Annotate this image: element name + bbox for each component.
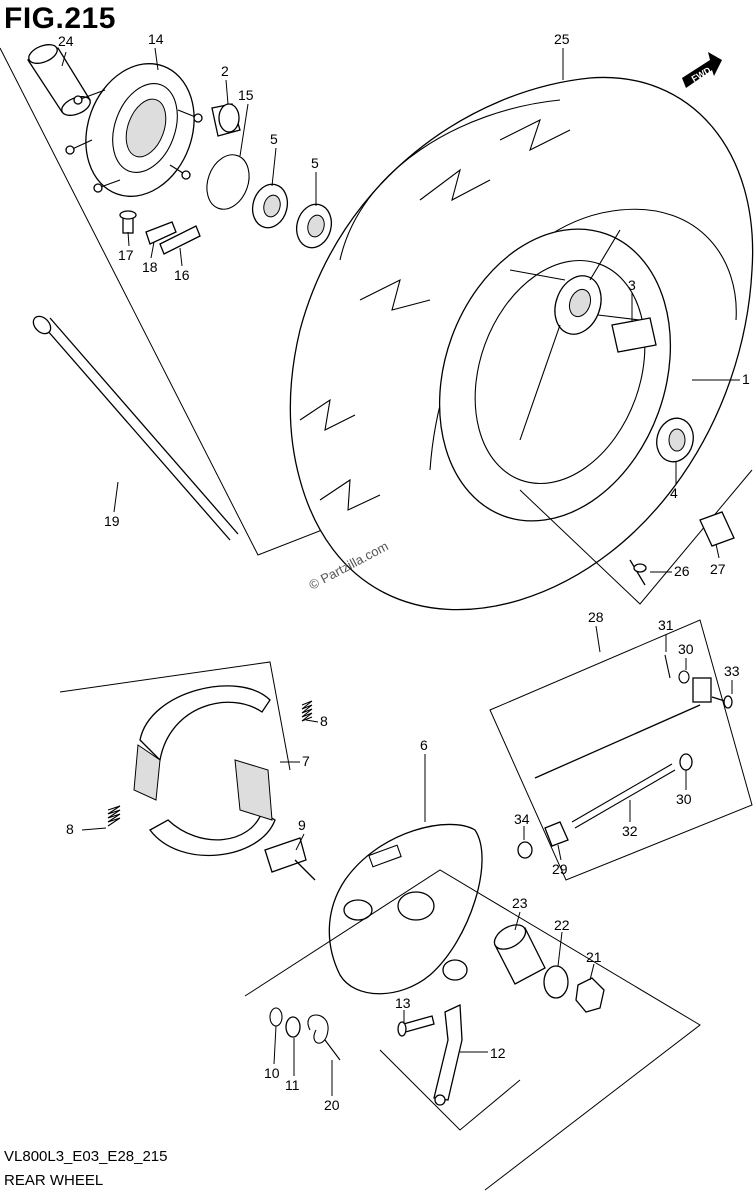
callout-30a: 30 xyxy=(678,641,694,657)
part-4-bearing xyxy=(656,417,694,463)
callout-2: 2 xyxy=(221,63,229,79)
part-32-spring xyxy=(571,763,676,829)
callout-20: 20 xyxy=(324,1097,340,1113)
part-16-plate xyxy=(159,225,201,255)
part-14-hub xyxy=(65,63,203,197)
callout-12: 12 xyxy=(490,1045,506,1061)
rim xyxy=(438,228,672,522)
callout-27: 27 xyxy=(710,561,726,577)
callout-5a: 5 xyxy=(270,131,278,147)
callouts: 24 14 2 15 5 5 25 17 18 16 3 1 4 19 26 2… xyxy=(58,31,750,1113)
part-30-washer-bottom xyxy=(679,753,693,771)
part-22-washer xyxy=(543,965,569,999)
part-3-collar xyxy=(611,317,657,353)
part-11-washer xyxy=(285,1016,301,1038)
fwd-arrow-icon: FWD xyxy=(682,52,722,88)
part-24-spacer xyxy=(27,44,91,116)
part-7-brake-shoe-lower xyxy=(149,759,276,857)
callout-5b: 5 xyxy=(311,155,319,171)
callout-16: 16 xyxy=(174,267,190,283)
callout-1: 1 xyxy=(742,371,750,387)
callout-34: 34 xyxy=(514,811,530,827)
figure-name: REAR WHEEL xyxy=(4,1172,104,1189)
part-18-plate xyxy=(145,221,177,245)
callout-21: 21 xyxy=(586,949,602,965)
callout-15: 15 xyxy=(238,87,254,103)
callout-8b: 8 xyxy=(66,821,74,837)
callout-9: 9 xyxy=(298,817,306,833)
part-5-bearing-b xyxy=(295,203,333,249)
callout-17: 17 xyxy=(118,247,134,263)
callout-11: 11 xyxy=(285,1077,300,1093)
part-26-valve xyxy=(629,559,647,586)
part-19-axle xyxy=(32,315,239,541)
part-34-nut xyxy=(517,841,533,859)
callout-26: 26 xyxy=(674,563,690,579)
lever-group-outline xyxy=(379,1049,521,1131)
part-6-brake-panel xyxy=(328,823,483,995)
callout-19: 19 xyxy=(104,513,120,529)
part-5-bearing-a xyxy=(251,183,289,229)
part-9-cam xyxy=(264,837,316,881)
part-27-cap xyxy=(699,511,735,547)
leader-lines xyxy=(61,47,740,1096)
part-20-spring xyxy=(307,1014,341,1061)
part-8-spring-upper xyxy=(301,700,313,722)
callout-23: 23 xyxy=(512,895,528,911)
part-31-pin xyxy=(664,654,671,679)
callout-28: 28 xyxy=(588,609,604,625)
figure-code: VL800L3_E03_E28_215 xyxy=(4,1148,168,1165)
part-15-o-ring xyxy=(206,154,250,210)
callout-6: 6 xyxy=(420,737,428,753)
part-2-damper xyxy=(211,103,241,137)
callout-3: 3 xyxy=(628,277,636,293)
callout-25: 25 xyxy=(554,31,570,47)
part-30-washer-top xyxy=(678,670,690,684)
part-12-lever xyxy=(433,1004,463,1106)
part-28-rod-group-outline xyxy=(489,619,753,881)
panel-group-outline xyxy=(244,869,701,1191)
part-8-spring-lower xyxy=(107,805,121,827)
callout-29: 29 xyxy=(552,861,568,877)
callout-7: 7 xyxy=(302,753,310,769)
callout-31: 31 xyxy=(658,617,674,633)
callout-22: 22 xyxy=(554,917,570,933)
callout-10: 10 xyxy=(264,1065,280,1081)
part-23-spacer xyxy=(493,924,546,985)
callout-14: 14 xyxy=(148,31,164,47)
callout-13: 13 xyxy=(395,995,411,1011)
callout-4: 4 xyxy=(670,485,678,501)
callout-24: 24 xyxy=(58,33,74,49)
part-7-brake-shoe-upper xyxy=(133,685,271,801)
figure-title: FIG.215 xyxy=(4,2,116,35)
callout-30b: 30 xyxy=(676,791,692,807)
part-33-pin xyxy=(711,695,733,709)
callout-32: 32 xyxy=(622,823,638,839)
part-17-bolt xyxy=(119,210,137,234)
callout-8a: 8 xyxy=(320,713,328,729)
part-10-clip xyxy=(269,1007,283,1027)
part-21-nut xyxy=(575,977,605,1013)
callout-33: 33 xyxy=(724,663,740,679)
shoe-group-outline xyxy=(59,661,291,771)
callout-18: 18 xyxy=(142,259,158,275)
part-13-bolt xyxy=(397,1015,435,1037)
part-28-rod xyxy=(534,677,712,779)
part-29-joint xyxy=(544,821,569,847)
